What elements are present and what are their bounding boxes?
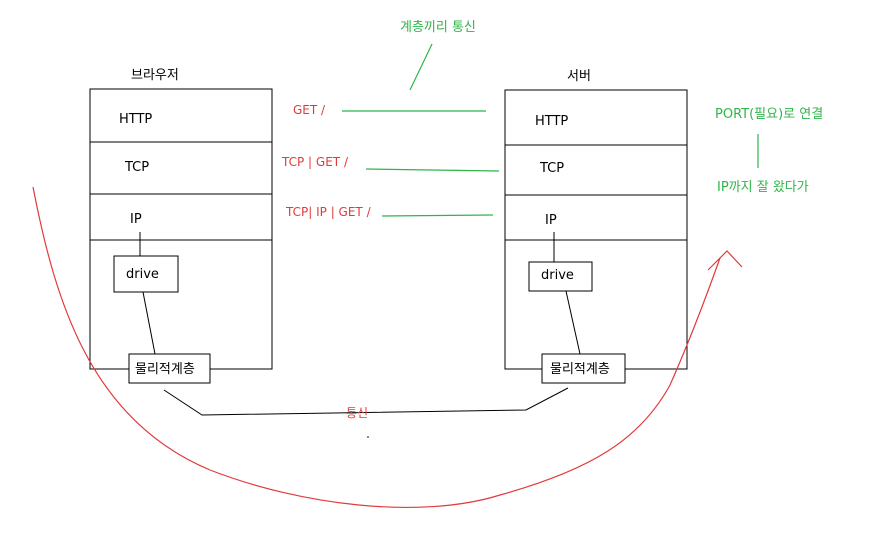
server-physical-box — [541, 353, 626, 384]
server-physical-label: 물리적계층 — [550, 362, 610, 377]
port-annotation: PORT(필요)로 연결 — [715, 107, 823, 122]
browser-stack — [89, 88, 273, 370]
message-get: GET / — [293, 103, 326, 117]
server-drive-label: drive — [541, 268, 574, 283]
data-flow-curve — [32, 186, 721, 509]
server-stack — [504, 89, 688, 370]
browser-drive-label: drive — [126, 267, 159, 282]
browser-layer-tcp: TCP — [124, 160, 149, 175]
physical-comm-label: 통신 — [346, 406, 368, 420]
message-tcp-get: TCP | GET / — [281, 155, 349, 169]
server-title: 서버 — [567, 69, 591, 84]
layer-comm-pointer — [409, 43, 433, 91]
stray-dot — [367, 436, 369, 438]
server-layer-http: HTTP — [535, 114, 568, 129]
browser-drive-box — [113, 255, 179, 293]
message-tcp-get-line — [365, 168, 500, 172]
browser-layer-http: HTTP — [119, 112, 152, 127]
browser-physical-label: 물리적계층 — [135, 362, 195, 377]
message-tcp-ip-get: TCP| IP | GET / — [285, 205, 372, 219]
browser-title: 브라우저 — [131, 68, 179, 83]
physical-link — [163, 387, 569, 416]
server-drive-connector — [565, 290, 581, 355]
browser-drive-connector — [142, 291, 156, 355]
browser-layer-ip: IP — [130, 212, 142, 227]
layer-comm-annotation: 계층끼리 통신 — [400, 20, 476, 35]
data-flow-arrowhead — [707, 250, 743, 271]
ip-arrived-annotation: IP까지 잘 왔다가 — [717, 180, 809, 195]
server-layer-tcp: TCP — [539, 161, 564, 176]
server-layer-ip: IP — [545, 213, 557, 228]
browser-physical-box — [128, 353, 211, 384]
server-drive-box — [528, 261, 593, 292]
message-tcp-ip-get-line — [381, 214, 494, 217]
